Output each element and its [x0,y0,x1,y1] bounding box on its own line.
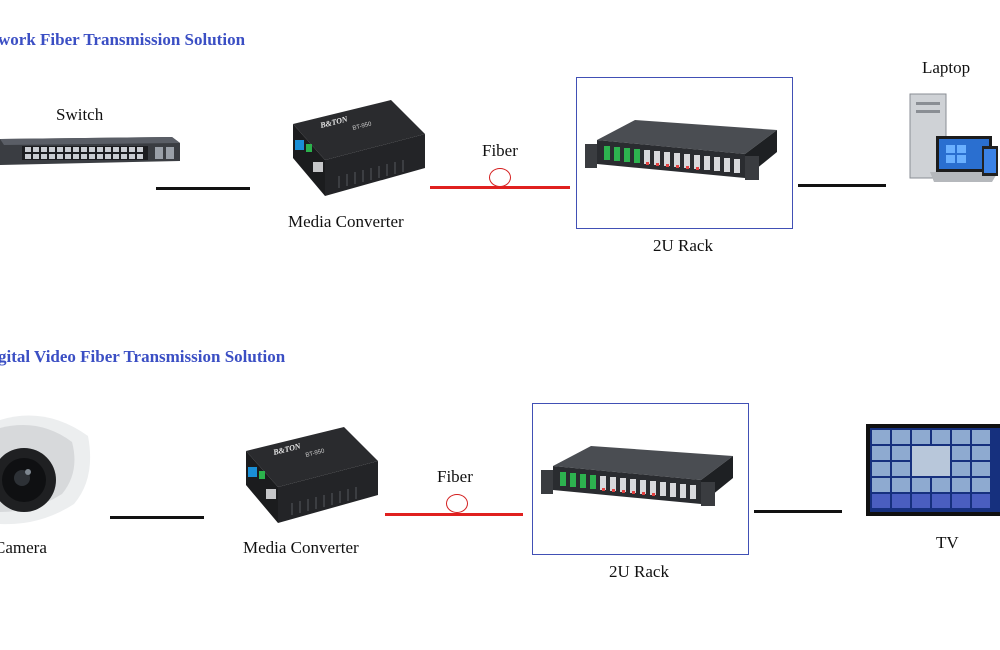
fiber-cable [385,513,523,516]
converter-model-text: BT-950 [352,121,373,132]
fiber-cable [430,186,570,189]
rack-label: 2U Rack [609,562,669,581]
laptop-label: Laptop [922,58,971,77]
camera-device [0,408,96,526]
section-1-heading: work Fiber Transmission Solution [0,30,246,49]
tv-device [866,424,1000,516]
converter-model-text: BT-950 [305,448,326,459]
media-converter-device: B&TON BT-950 [236,423,384,527]
rack-to-tv-cable [754,510,842,513]
fiber-label: Fiber [482,141,518,160]
media-converter-label: Media Converter [288,212,404,231]
switch-to-converter-cable [156,187,250,190]
switch-label: Switch [56,105,104,124]
media-converter-label: Media Converter [243,538,359,557]
fiber-connector-marker [446,494,468,513]
section-2-heading: gital Video Fiber Transmission Solution [0,347,286,366]
rack-image-frame [532,403,749,555]
camera-label: Camera [0,538,47,557]
rack-to-laptop-cable [798,184,886,187]
rack-label: 2U Rack [653,236,713,255]
switch-device [0,133,182,169]
fiber-connector-marker [489,168,511,187]
tv-label: TV [936,533,959,552]
laptop-device [906,90,1000,196]
media-converter-device: B&TON BT-950 [283,96,431,200]
rack-image-frame [576,77,793,229]
fiber-label: Fiber [437,467,473,486]
camera-to-converter-cable [110,516,204,519]
